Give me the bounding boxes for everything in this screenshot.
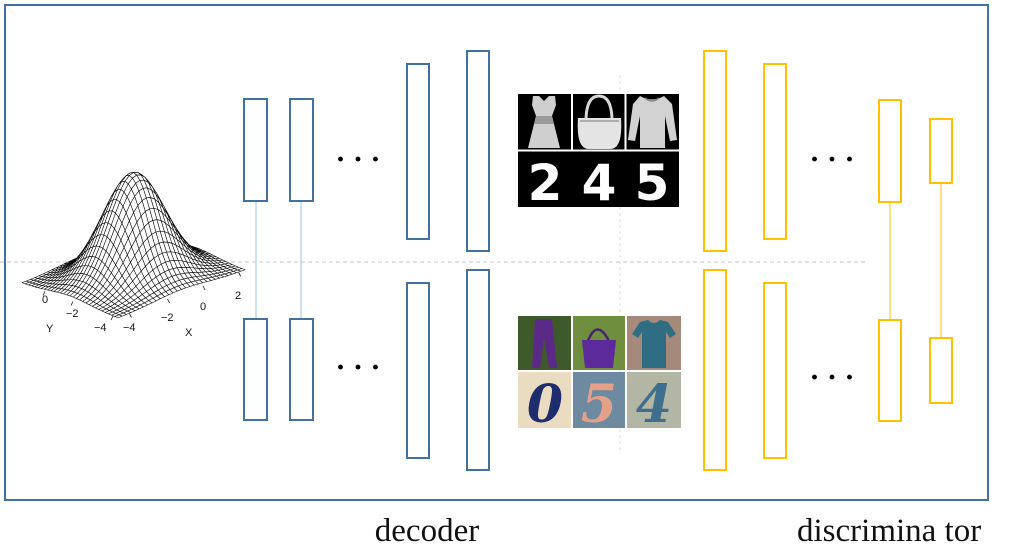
color-sample-grid: 0 5 4 — [518, 316, 681, 435]
sample-cell — [573, 372, 625, 428]
y-tick — [70, 301, 74, 306]
trousers-icon — [532, 319, 557, 368]
grayscale-digit: 4 — [582, 154, 617, 212]
decoder-layer-bottom-1 — [243, 318, 268, 421]
discriminator-layer-bottom-1 — [703, 269, 727, 471]
handbag-icon — [577, 118, 622, 149]
y-tick-label: −4 — [94, 322, 107, 334]
decoder-top-ellipsis: · · · — [335, 143, 380, 176]
bag-strap-icon — [586, 328, 611, 342]
discriminator-network: · · · · · · — [703, 50, 953, 471]
decoder-layer-top-2 — [289, 98, 314, 202]
discriminator-layer-top-4 — [929, 118, 953, 184]
decoder-layer-bottom-2 — [289, 318, 314, 421]
tshirt-icon — [632, 320, 676, 368]
discriminator-layer-bottom-3 — [878, 319, 902, 422]
x-tick — [202, 285, 206, 291]
handbag-handle-icon — [584, 94, 614, 119]
sample-cell — [627, 372, 681, 428]
discriminator-layer-bottom-2 — [763, 282, 787, 459]
gaussian-surface-plot — [21, 172, 246, 319]
y-tick-label: −2 — [66, 308, 79, 320]
grayscale-digit: 2 — [528, 154, 563, 212]
x-tick-label: 2 — [235, 290, 241, 302]
y-tick-label: 0 — [42, 294, 48, 306]
diagram-frame — [4, 4, 989, 501]
decoder-layer-bottom-3 — [406, 282, 430, 459]
discriminator-layer-top-2 — [763, 63, 787, 240]
y-tick — [42, 291, 46, 296]
x-tick — [129, 313, 132, 318]
dress-waist-detail — [534, 116, 554, 124]
x-axis-label: X — [185, 327, 193, 339]
x-tick-label: −4 — [123, 322, 136, 334]
decoder-layer-top-3 — [406, 63, 430, 240]
bag-icon — [582, 340, 616, 368]
decoder-layer-bottom-4 — [466, 269, 490, 471]
decoder-layer-top-4 — [466, 50, 490, 252]
discriminator-caption: discrimina tor — [797, 513, 981, 549]
discriminator-layer-top-3 — [878, 99, 902, 203]
x-tick-label: −2 — [161, 312, 174, 324]
grayscale-digit: 5 — [635, 154, 670, 212]
discriminator-top-ellipsis: · · · — [809, 143, 854, 176]
discriminator-bottom-ellipsis: · · · — [809, 361, 854, 394]
color-digit: 5 — [581, 374, 617, 435]
pullover-icon — [628, 96, 677, 148]
surface-mesh-cell — [114, 314, 123, 319]
pullover-collar-detail — [644, 97, 660, 102]
grayscale-sample-grid: 2 4 5 — [518, 94, 679, 212]
y-axis-label: Y — [46, 323, 54, 335]
gaussian-axis-ticks — [42, 272, 242, 321]
decoder-caption: decoder — [375, 513, 479, 549]
y-tick — [110, 315, 114, 321]
x-tick-label: 0 — [200, 301, 206, 313]
decoder-layer-top-1 — [243, 98, 268, 202]
x-tick — [167, 298, 170, 304]
discriminator-layer-top-1 — [703, 50, 727, 252]
color-digit: 0 — [527, 374, 563, 435]
color-digit: 4 — [636, 374, 672, 435]
sample-cell — [518, 372, 571, 428]
decoder-bottom-ellipsis: · · · — [335, 351, 380, 384]
discriminator-layer-bottom-4 — [929, 337, 953, 404]
decoder-network: · · · · · · — [243, 50, 490, 471]
x-tick — [238, 272, 242, 277]
